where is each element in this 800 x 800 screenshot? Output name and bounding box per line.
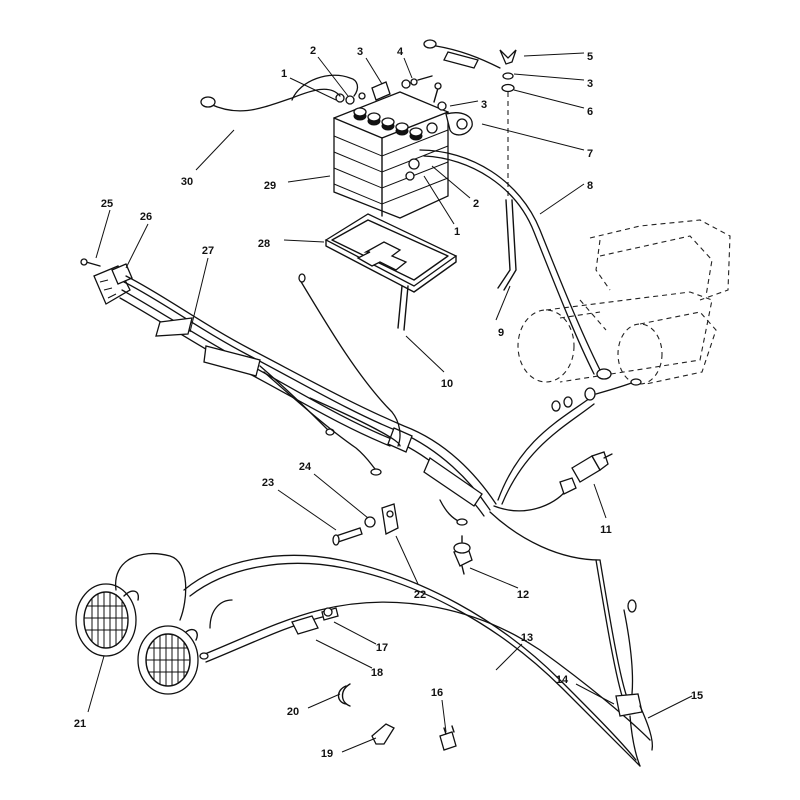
starter-motor-phantom [517, 219, 731, 385]
callout-leader-22 [395, 535, 419, 585]
callout-number-21: 21 [74, 718, 86, 730]
callout-leader-26 [125, 223, 149, 269]
callout-leader-13 [495, 643, 523, 671]
callout-leader-3 [449, 100, 479, 107]
callout-leader-4 [403, 57, 413, 79]
callout-number-6: 6 [587, 106, 593, 118]
callout-number-17: 17 [376, 642, 388, 654]
callout-leader-21 [87, 655, 105, 713]
callout-leader-16 [441, 699, 447, 733]
callout-leader-19 [341, 737, 377, 753]
callout-number-20: 20 [287, 706, 299, 718]
callout-leader-27 [189, 257, 209, 333]
callout-number-3: 3 [587, 78, 593, 90]
callout-number-9: 9 [498, 327, 504, 339]
callout-number-15: 15 [691, 690, 703, 702]
small-clips [291, 607, 457, 751]
callout-number-7: 7 [587, 148, 593, 160]
callout-leader-23 [277, 489, 337, 531]
callout-number-10: 10 [441, 378, 453, 390]
callout-leader-11 [593, 483, 607, 519]
callout-number-2: 2 [310, 45, 316, 57]
ground-strap [423, 39, 517, 200]
callout-number-1: 1 [454, 226, 460, 238]
callout-number-13: 13 [521, 632, 533, 644]
callout-number-5: 5 [587, 51, 593, 63]
callout-number-18: 18 [371, 667, 383, 679]
callout-leader-9 [495, 285, 511, 321]
battery [333, 91, 449, 219]
callout-number-27: 27 [202, 245, 214, 257]
callout-number-29: 29 [264, 180, 276, 192]
callout-number-30: 30 [181, 176, 193, 188]
callout-number-26: 26 [140, 211, 152, 223]
callout-leader-6 [513, 89, 585, 109]
callout-leader-2 [317, 56, 349, 97]
callout-leader-15 [647, 695, 693, 719]
callout-number-24: 24 [299, 461, 312, 473]
callout-leader-8 [539, 183, 585, 215]
callout-leader-1 [289, 77, 337, 101]
callout-leader-1 [423, 175, 455, 225]
sender-12 [453, 535, 473, 575]
callout-leader-30 [195, 129, 235, 171]
headlight-harness [115, 552, 654, 767]
callout-number-23: 23 [262, 477, 274, 489]
callout-number-11: 11 [600, 524, 612, 536]
main-harness [119, 273, 601, 561]
callout-leader-7 [481, 123, 585, 151]
rod-9 [497, 199, 517, 291]
battery-cable-30 [200, 74, 359, 112]
callout-leader-12 [469, 567, 519, 589]
callout-leader-18 [315, 639, 373, 669]
callout-leader-5 [523, 52, 585, 57]
battery-tray [324, 213, 458, 293]
callout-number-22: 22 [414, 589, 426, 601]
callout-leader-14 [575, 683, 615, 705]
battery-terminal-hardware [335, 75, 473, 136]
callout-leader-3 [513, 73, 585, 81]
callout-leader-20 [307, 693, 341, 709]
headlights [75, 583, 199, 695]
callout-leader-3 [365, 57, 383, 85]
callout-number-25: 25 [101, 198, 113, 210]
callout-number-14: 14 [556, 674, 569, 686]
starter-cable-8 [419, 149, 612, 380]
callout-leader-17 [333, 621, 377, 645]
starter-hardware [551, 378, 642, 412]
callout-number-8: 8 [587, 180, 593, 192]
callout-number-16: 16 [431, 687, 443, 699]
switch-11 [571, 451, 613, 483]
main-connector [80, 258, 133, 305]
bracket-hardware [332, 503, 399, 546]
drain-tube-10 [397, 285, 409, 331]
callout-number-4: 4 [397, 46, 404, 58]
callout-number-12: 12 [517, 589, 529, 601]
callout-leader-25 [95, 209, 111, 259]
callout-leader-10 [405, 335, 445, 373]
callout-number-3: 3 [357, 46, 363, 58]
callout-leader-2 [431, 165, 471, 199]
callout-leader-28 [283, 239, 325, 243]
callout-number-3: 3 [481, 99, 487, 111]
callout-number-2: 2 [473, 198, 479, 210]
callout-leader-29 [287, 175, 331, 183]
callout-number-1: 1 [281, 68, 287, 80]
callout-number-28: 28 [258, 238, 270, 250]
callout-leader-24 [313, 473, 369, 519]
callout-number-19: 19 [321, 748, 333, 760]
battery-vent-caps [353, 107, 423, 141]
